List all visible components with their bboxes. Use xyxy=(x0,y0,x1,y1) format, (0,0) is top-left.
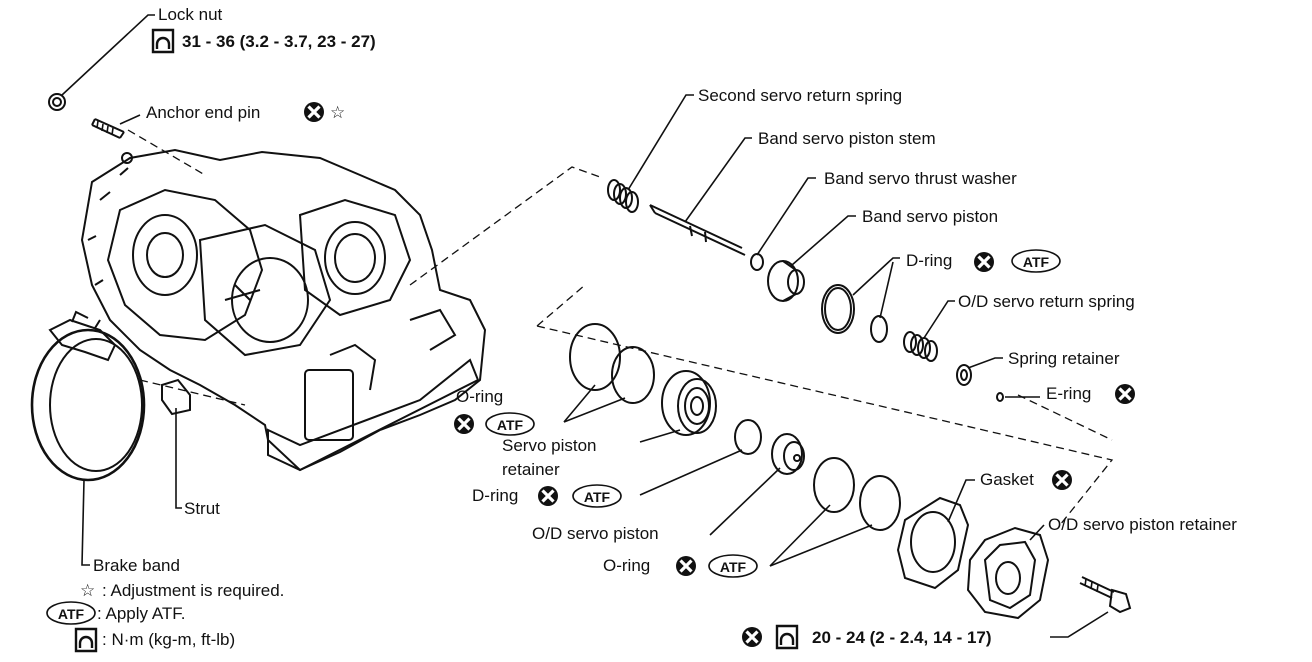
od-servo-return-spring xyxy=(903,331,938,362)
alignment-line-lower xyxy=(536,325,1114,526)
torque-wrench-icon xyxy=(74,627,98,653)
star-icon: ☆ xyxy=(330,103,345,122)
x-circle-icon xyxy=(674,554,698,578)
legend-atf-text: : Apply ATF. xyxy=(97,604,186,623)
label-od-servo-piston-retainer: O/D servo piston retainer xyxy=(1048,515,1237,534)
label-brake-band: Brake band xyxy=(93,556,180,575)
label-servo-piston-retainer-1: Servo piston xyxy=(502,436,597,455)
atf-badge-text: ATF xyxy=(584,489,611,505)
atf-badge-text: ATF xyxy=(58,606,85,622)
label-bolt-torque: 20 - 24 (2 - 2.4, 14 - 17) xyxy=(812,628,992,647)
d-ring-lower xyxy=(734,419,762,455)
alignment-line-right xyxy=(1017,394,1113,441)
label-spring-retainer: Spring retainer xyxy=(1008,349,1120,368)
o-ring-lower-1 xyxy=(813,457,855,513)
o-ring-large-1 xyxy=(569,323,621,391)
o-ring-large-2 xyxy=(611,346,655,404)
e-ring xyxy=(996,392,1004,402)
label-d-ring-upper: D-ring xyxy=(906,251,952,270)
second-servo-return-spring xyxy=(607,179,639,213)
atf-badge-text: ATF xyxy=(1023,254,1050,270)
anchor-end-pin xyxy=(91,118,125,139)
spring-retainer xyxy=(956,364,972,386)
label-od-servo-piston: O/D servo piston xyxy=(532,524,659,543)
lock-nut xyxy=(48,93,66,111)
brake-band xyxy=(30,310,146,482)
d-ring-upper xyxy=(821,284,855,334)
label-band-servo-thrust-washer: Band servo thrust washer xyxy=(824,169,1017,188)
label-band-servo-piston: Band servo piston xyxy=(862,207,998,226)
star-icon: ☆ xyxy=(80,581,95,600)
d-ring-small xyxy=(870,315,888,343)
atf-badge-text: ATF xyxy=(720,559,747,575)
o-ring-lower-2 xyxy=(859,475,901,531)
alignment-line-strut xyxy=(139,379,246,406)
label-od-servo-return-spring: O/D servo return spring xyxy=(958,292,1135,311)
transmission-case xyxy=(80,129,487,472)
gasket xyxy=(896,496,970,590)
x-circle-icon xyxy=(972,250,996,274)
label-second-servo-return-spring: Second servo return spring xyxy=(698,86,902,105)
label-lock-nut: Lock nut xyxy=(158,5,223,24)
torque-wrench-icon xyxy=(151,28,175,54)
x-circle-icon xyxy=(740,625,764,649)
label-gasket: Gasket xyxy=(980,470,1034,489)
x-circle-icon xyxy=(1113,382,1137,406)
label-e-ring: E-ring xyxy=(1046,384,1091,403)
label-servo-piston-retainer-2: retainer xyxy=(502,460,560,479)
label-o-ring-lower: O-ring xyxy=(603,556,650,575)
band-servo-thrust-washer xyxy=(750,253,764,271)
x-circle-icon xyxy=(302,100,326,124)
label-strut: Strut xyxy=(184,499,220,518)
band-servo-piston xyxy=(767,260,805,302)
band-servo-piston-stem xyxy=(649,204,746,256)
leader-lines xyxy=(61,14,1109,638)
label-o-ring-left: O-ring xyxy=(456,387,503,406)
legend-torque-text: : N·m (kg-m, ft-lb) xyxy=(102,630,235,649)
label-anchor-end-pin: Anchor end pin xyxy=(146,103,260,122)
alignment-line-mid xyxy=(536,284,586,327)
od-servo-piston xyxy=(771,433,805,475)
legend: ☆ : Adjustment is required. ATF : Apply … xyxy=(46,581,284,653)
label-lock-nut-torque: 31 - 36 (3.2 - 3.7, 23 - 27) xyxy=(182,32,376,51)
x-circle-icon xyxy=(536,484,560,508)
legend-star-text: : Adjustment is required. xyxy=(102,581,284,600)
torque-wrench-icon xyxy=(775,624,799,650)
label-d-ring-lower: D-ring xyxy=(472,486,518,505)
bolt xyxy=(1079,576,1132,614)
od-servo-piston-retainer xyxy=(966,526,1050,620)
x-circle-icon xyxy=(452,412,476,436)
label-band-servo-piston-stem: Band servo piston stem xyxy=(758,129,936,148)
atf-badge-text: ATF xyxy=(497,417,524,433)
servo-piston-retainer xyxy=(661,370,717,436)
alignment-line-upper xyxy=(409,166,601,286)
x-circle-icon xyxy=(1050,468,1074,492)
